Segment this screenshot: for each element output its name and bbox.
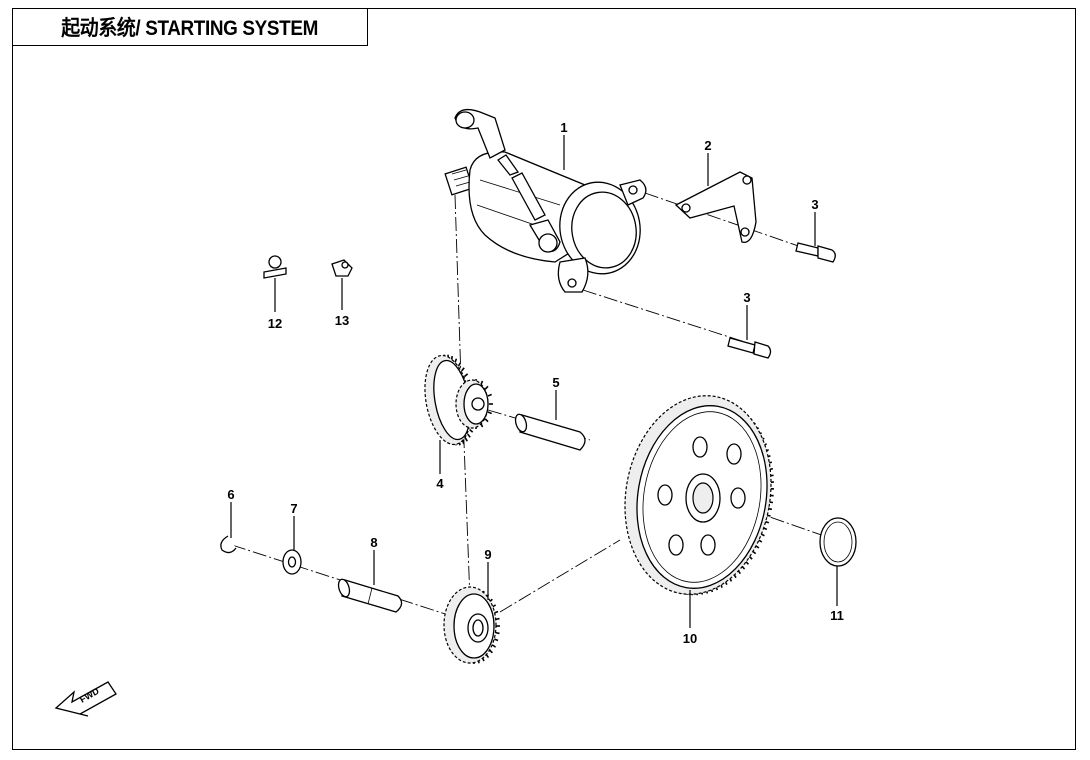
clip-13 [331, 259, 353, 277]
callout-6: 6 [227, 487, 234, 502]
callout-5: 5 [552, 375, 559, 390]
mounting-bracket [674, 171, 757, 243]
diagram-frame [12, 8, 1076, 750]
double-gear [424, 354, 489, 446]
callout-3-upper: 3 [811, 197, 818, 212]
idler-gear [443, 586, 497, 664]
callout-9: 9 [484, 547, 491, 562]
bolt-lower [727, 337, 772, 359]
clip-12 [263, 255, 287, 284]
fwd-arrow-icon: FWD [54, 681, 117, 717]
bolt-upper [795, 242, 836, 263]
callout-13: 13 [335, 313, 349, 328]
shaft-8 [337, 578, 403, 613]
starter-motor [444, 108, 647, 293]
callout-1: 1 [560, 120, 567, 135]
circlip [220, 535, 237, 554]
callout-3-lower: 3 [743, 290, 750, 305]
callout-numbers: 1 2 3 3 4 5 6 7 8 9 10 11 12 13 [227, 120, 843, 646]
callout-12: 12 [268, 316, 282, 331]
callout-11: 11 [830, 608, 844, 623]
center-lines [231, 192, 831, 623]
callout-7: 7 [290, 501, 297, 516]
title-box: 起动系统/ STARTING SYSTEM [12, 8, 368, 46]
large-gear [624, 395, 772, 595]
page-title: 起动系统/ STARTING SYSTEM [61, 17, 319, 40]
callout-10: 10 [683, 631, 697, 646]
callout-2: 2 [704, 138, 711, 153]
leader-lines [230, 135, 838, 628]
thrust-washer [819, 517, 857, 567]
shaft-5 [514, 413, 586, 451]
washer-7 [282, 549, 302, 575]
callout-4: 4 [436, 476, 444, 491]
callout-8: 8 [370, 535, 377, 550]
